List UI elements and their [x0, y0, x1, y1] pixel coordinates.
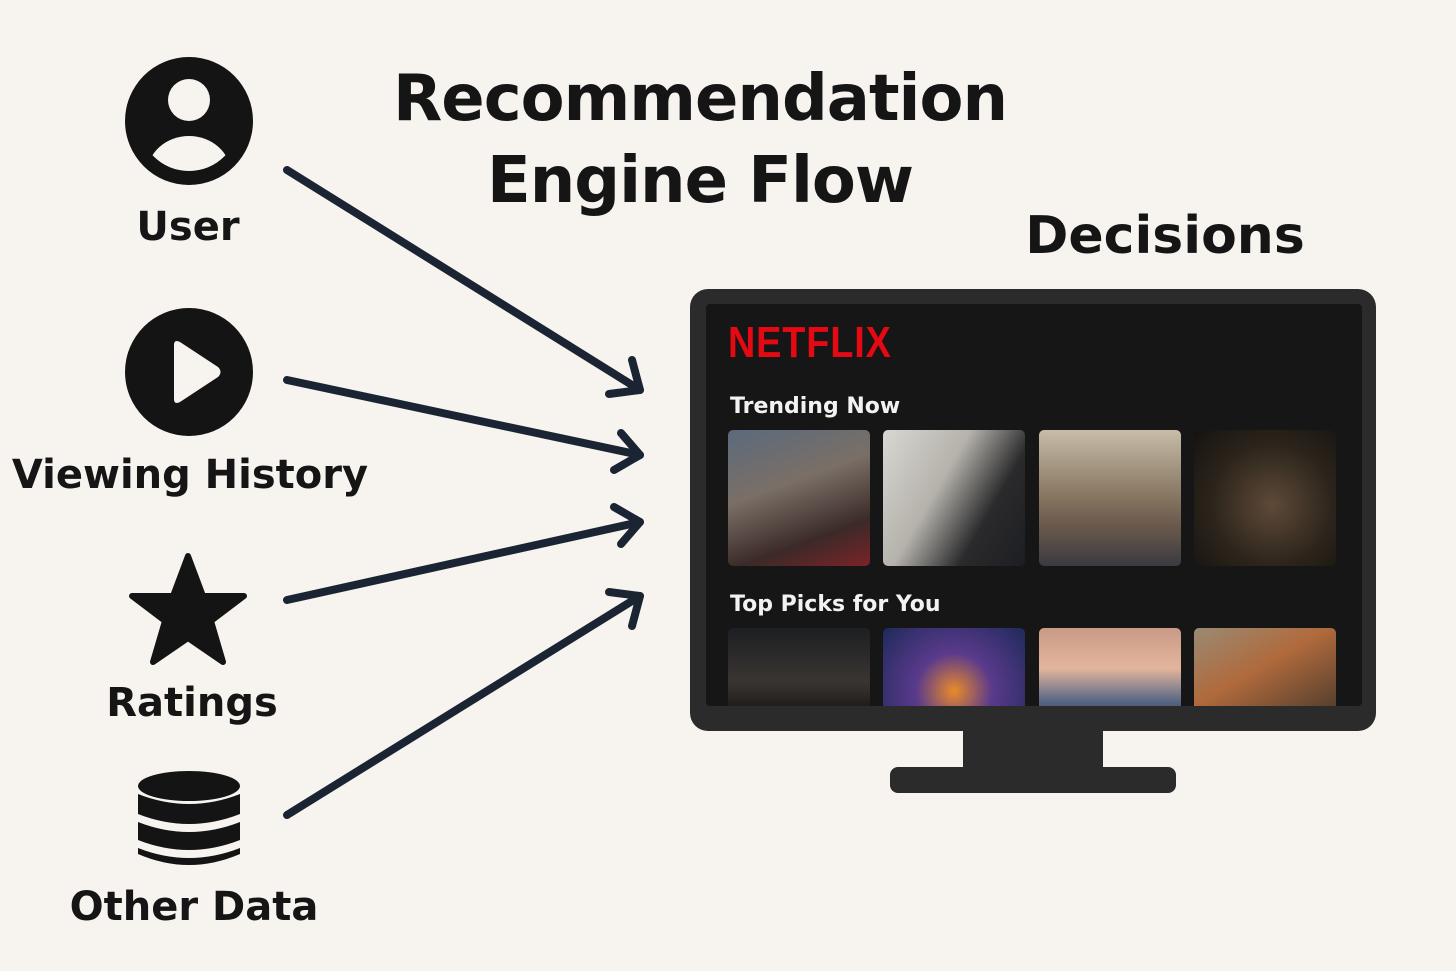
play-icon — [125, 308, 253, 436]
thumbnail-top-picks-1[interactable] — [728, 628, 870, 706]
input-label-ratings: Ratings — [106, 680, 278, 726]
database-icon — [138, 771, 240, 865]
title-line-1: Recommendation — [393, 62, 1008, 136]
netflix-logo: NETFLIX — [728, 318, 892, 367]
output-label-decisions: Decisions — [1025, 206, 1305, 266]
tv-stand-base — [890, 767, 1176, 793]
user-icon — [125, 57, 253, 185]
arrow-user — [283, 166, 644, 398]
thumbnail-trending-4[interactable] — [1194, 430, 1336, 566]
input-label-other-data: Other Data — [69, 884, 319, 930]
thumbnail-trending-2[interactable] — [883, 430, 1025, 566]
thumbnail-top-picks-3[interactable] — [1039, 628, 1181, 706]
row-title-top-picks: Top Picks for You — [730, 592, 941, 617]
arrow-other-data — [283, 588, 644, 819]
title-line-2: Engine Flow — [486, 144, 914, 218]
diagram-title: Recommendation Engine Flow — [360, 58, 1040, 222]
input-label-viewing-history: Viewing History — [11, 452, 369, 498]
thumbnail-trending-1[interactable] — [728, 430, 870, 566]
thumbnail-top-picks-4[interactable] — [1194, 628, 1336, 706]
arrow-ratings — [283, 503, 644, 604]
thumbnail-trending-3[interactable] — [1039, 430, 1181, 566]
star-icon — [129, 553, 247, 665]
input-label-user: User — [136, 204, 240, 250]
arrow-viewing-history — [283, 376, 644, 474]
tv-screen: NETFLIX Trending Now Top Picks for You — [706, 304, 1362, 706]
row-title-trending: Trending Now — [730, 394, 901, 419]
tv-stand-neck — [963, 731, 1103, 769]
thumbnail-top-picks-2[interactable] — [883, 628, 1025, 706]
